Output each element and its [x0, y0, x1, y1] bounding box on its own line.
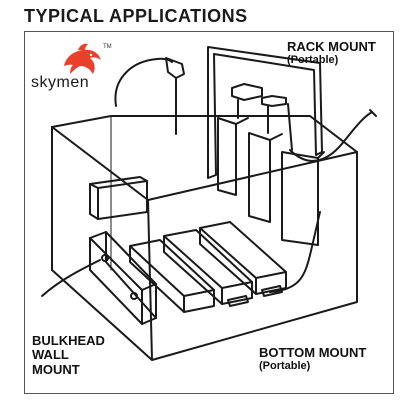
bottom-transducer-3: [199, 221, 287, 295]
bulkhead-line3: MOUNT: [32, 361, 80, 377]
bottom-transducer-2: [163, 229, 253, 305]
trademark: TM: [103, 44, 112, 50]
brand-name: skymen: [31, 74, 90, 91]
rack-transducer-1: [217, 117, 237, 196]
bottom-cable: [269, 211, 321, 293]
rack-frame: [207, 46, 323, 179]
bulkhead-line2: WALL: [32, 347, 69, 363]
diagram-frame: [24, 31, 394, 394]
rack-mount-title: RACK MOUNT: [287, 39, 376, 54]
bottom-mount-label: BOTTOM MOUNT (Portable): [259, 345, 367, 373]
rack-transducer-3: [281, 151, 319, 246]
page-title: TYPICAL APPLICATIONS: [24, 6, 248, 26]
rack-cable: [289, 111, 373, 162]
bulkhead-label: BULKHEAD WALL MOUNT: [32, 333, 105, 377]
tank-right-edge: [51, 151, 358, 361]
wall-block: [89, 176, 148, 220]
rack-mount-subtitle: (Portable): [287, 54, 339, 67]
rack-hook-1: [231, 83, 263, 101]
bottom-mount-title: BOTTOM MOUNT: [259, 345, 367, 360]
bulkhead-cable: [41, 259, 101, 297]
rack-transducer-2: [248, 132, 271, 223]
bottom-transducer-1: [129, 239, 215, 313]
hanging-cable: [114, 57, 173, 107]
tank-back-edge: [51, 115, 358, 153]
bulkhead-line1: BULKHEAD: [32, 333, 105, 348]
hanging-hook: [165, 57, 185, 79]
bottom-tab-1: [227, 295, 249, 307]
bottom-mount-subtitle: (Portable): [259, 360, 311, 373]
rack-hook-2: [261, 95, 287, 107]
rack-mount-label: RACK MOUNT (Portable): [287, 39, 376, 67]
bottom-tab-2: [261, 285, 283, 297]
